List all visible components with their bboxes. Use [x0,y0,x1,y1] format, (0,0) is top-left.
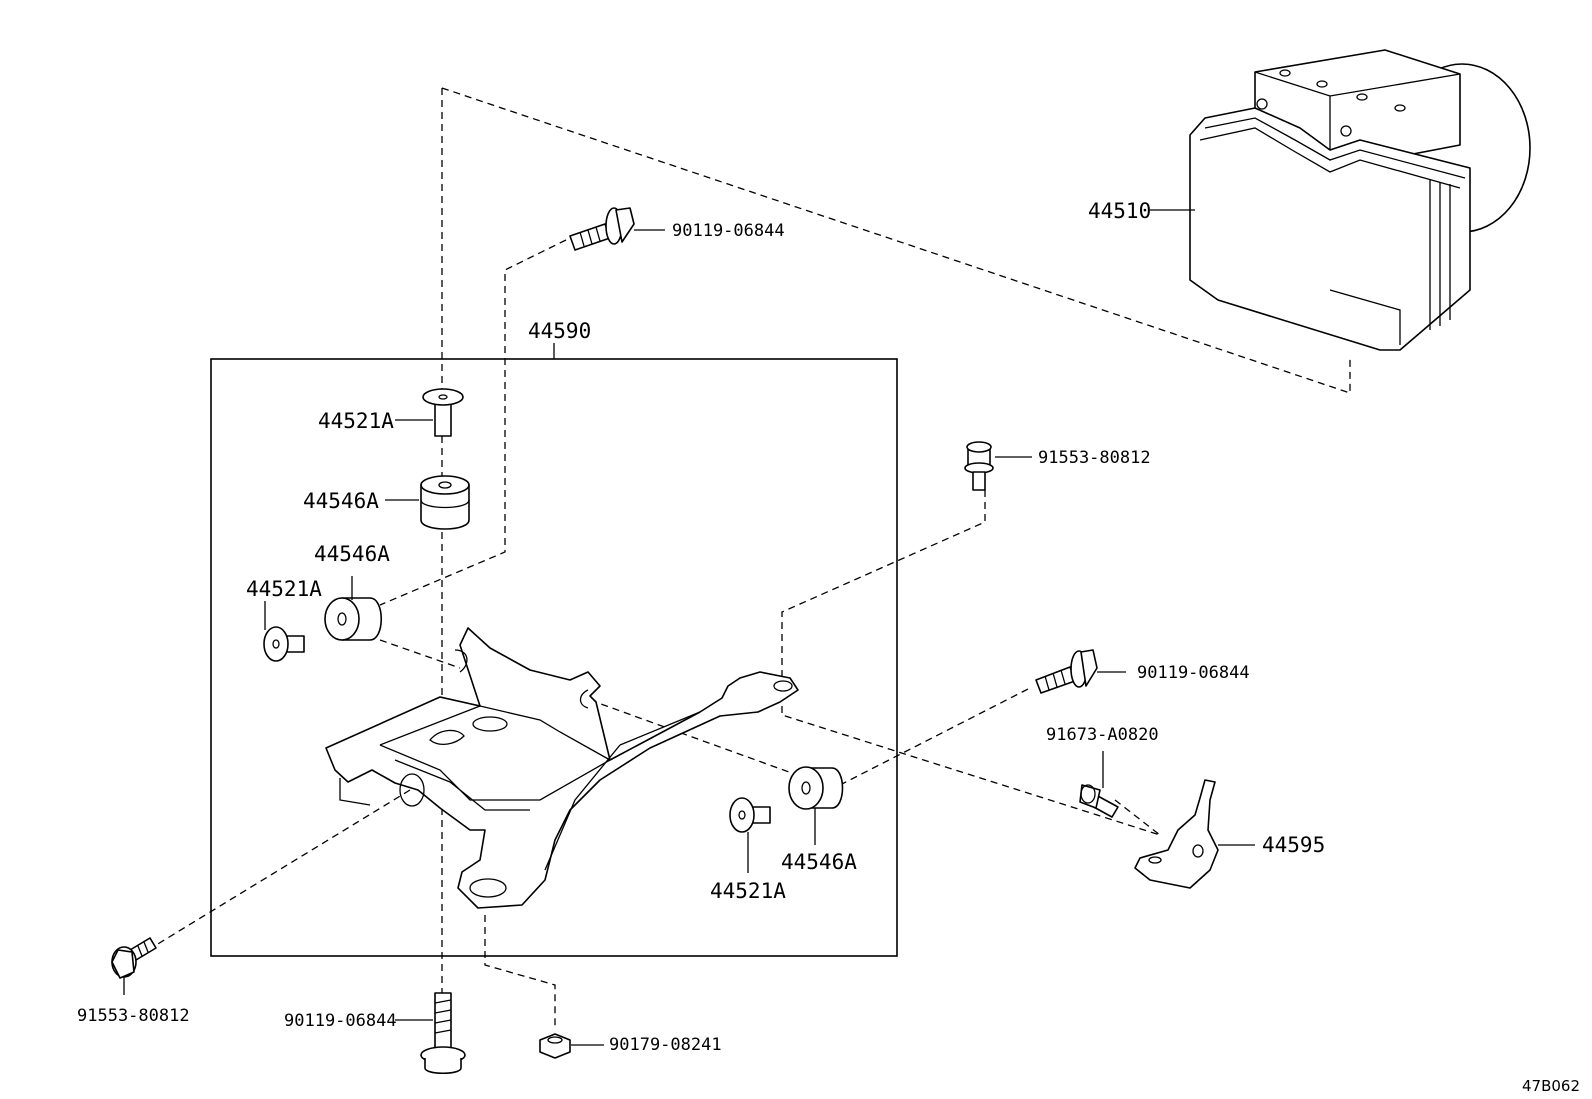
bolt-91553-right [964,441,994,491]
bolt-91553-bottom [111,937,157,979]
assembly-dashed-lines [147,87,1351,1035]
bolt-90119-right [1035,649,1098,694]
label-44595: 44595 [1262,833,1325,857]
label-44546A-top: 44546A [303,489,379,513]
leader-lines [123,209,1255,1046]
label-91553-80812-right: 91553-80812 [1038,448,1151,468]
bolt-90119-top [569,207,635,251]
bolt-90119-bottom [420,992,466,1075]
label-90119-06844-bottom: 90119-06844 [284,1011,397,1031]
label-91673-A0820: 91673-A0820 [1046,725,1159,745]
collar-44521A-top [422,388,464,437]
bushing-44546A-right [788,766,844,810]
label-44510: 44510 [1088,199,1151,223]
label-44546A-right: 44546A [781,850,857,874]
collar-44521A-left [263,626,305,662]
label-90119-06844-top: 90119-06844 [672,221,785,241]
label-44521A-top: 44521A [318,409,394,433]
bolt-91673 [1079,784,1119,818]
collar-44521A-right [729,797,771,833]
abs-actuator [1189,49,1531,351]
label-44521A-left: 44521A [246,577,322,601]
bushing-44546A-top [420,475,470,530]
label-44590: 44590 [528,319,591,343]
label-90119-06844-right: 90119-06844 [1137,663,1250,683]
bushing-44546A-left [324,597,382,641]
nut-90179 [539,1033,571,1059]
label-91553-80812-bottom: 91553-80812 [77,1006,190,1026]
diagram-code: 47B062 [1522,1077,1580,1095]
bracket [325,627,799,909]
label-90179-08241: 90179-08241 [609,1035,722,1055]
bracket-44595 [1134,779,1219,889]
label-44521A-right: 44521A [710,879,786,903]
label-44546A-left: 44546A [314,542,390,566]
